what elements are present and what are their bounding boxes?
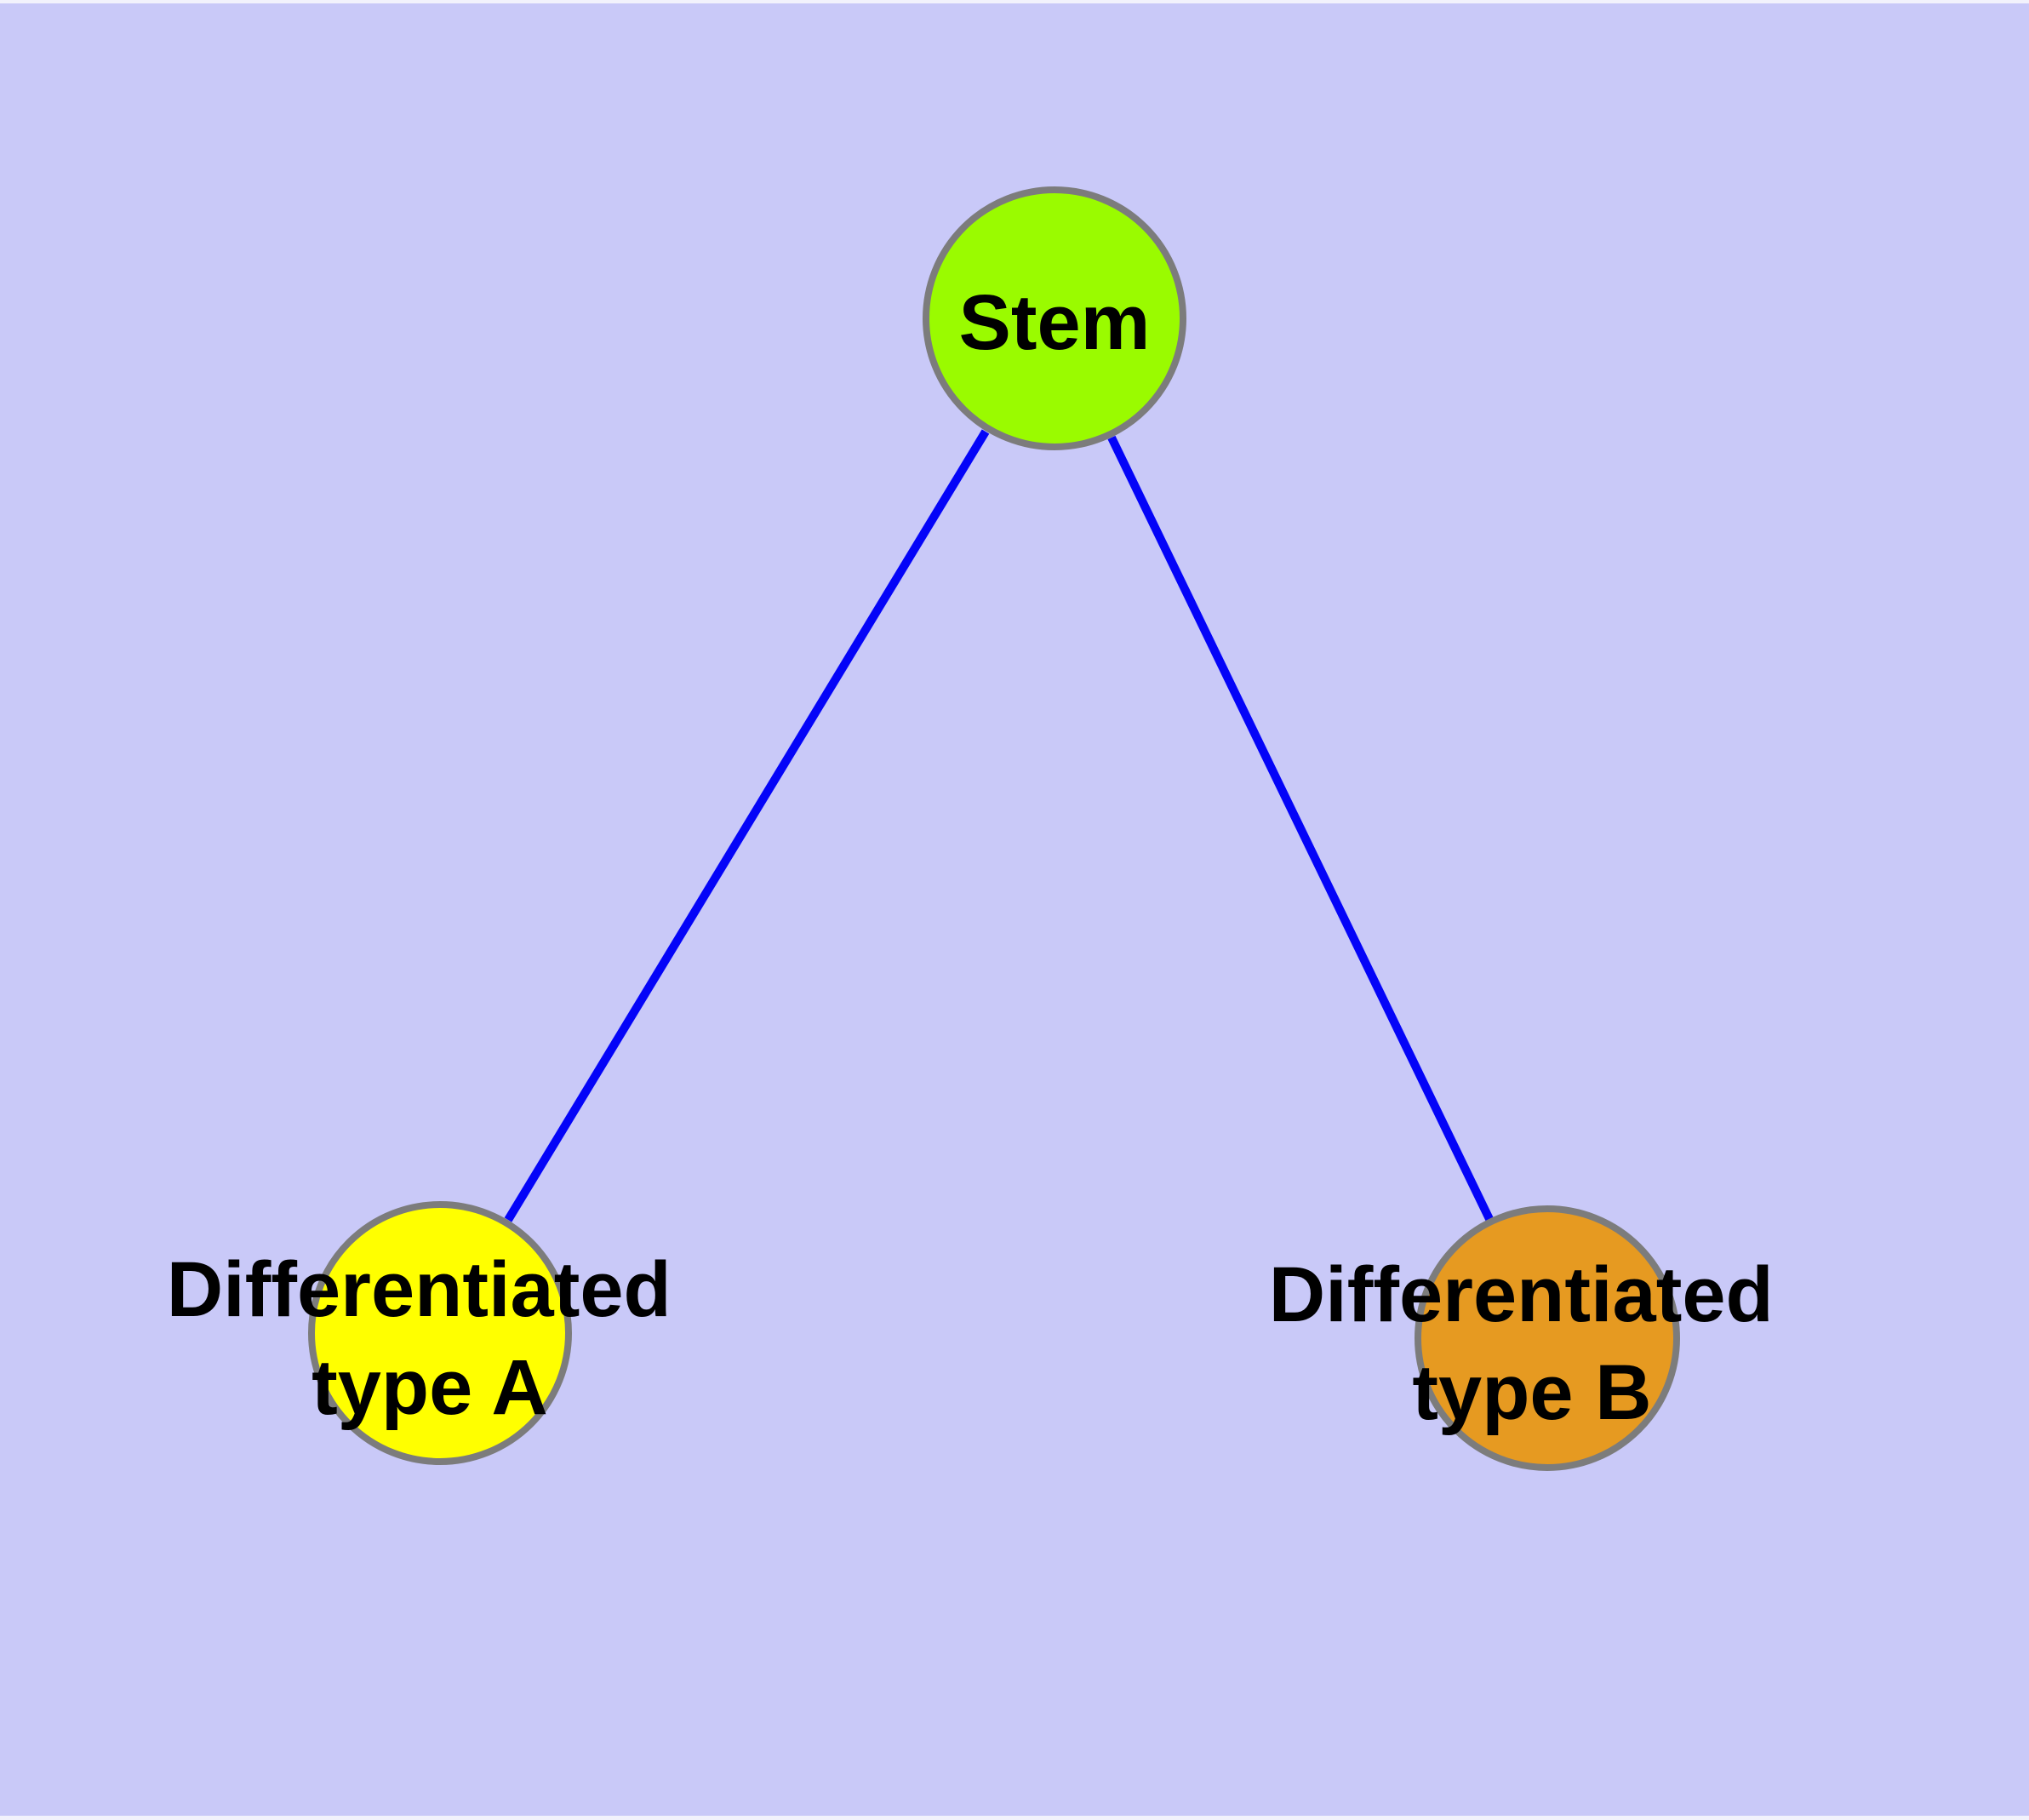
- node-differentiated-type-a[interactable]: [308, 1201, 572, 1465]
- edge-stem-to-type-a: [504, 429, 990, 1222]
- node-differentiated-type-b-label-line1: Differentiated: [1269, 1251, 1774, 1338]
- node-differentiated-type-b[interactable]: [1415, 1205, 1680, 1471]
- node-differentiated-type-a-label-line1: Differentiated: [167, 1246, 672, 1333]
- node-differentiated-type-a-label-line2: type A: [311, 1344, 548, 1431]
- node-differentiated-type-a-label: Differentiated type A: [167, 1246, 694, 1431]
- canvas-top-edge: [0, 0, 2029, 3]
- edge-stem-to-type-b: [1107, 435, 1494, 1222]
- node-differentiated-type-b-label-line2: type B: [1412, 1349, 1651, 1436]
- node-stem[interactable]: [923, 186, 1186, 450]
- node-stem-label: Stem: [959, 279, 1151, 366]
- canvas-bottom-edge: [0, 1816, 2029, 1820]
- node-differentiated-type-b-label: Differentiated type B: [1269, 1251, 1796, 1436]
